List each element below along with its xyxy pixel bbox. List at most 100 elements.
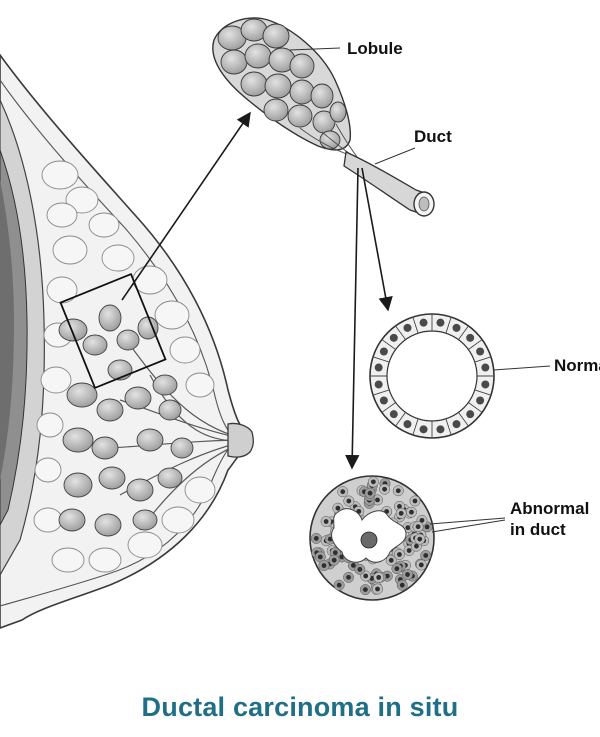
cell-wall xyxy=(445,418,452,436)
abnormal-cell-nucleus xyxy=(346,574,351,580)
abnormal-cell-nucleus xyxy=(417,536,423,542)
abnormal-cell-nucleus xyxy=(332,550,338,556)
cell-nucleus xyxy=(436,425,445,434)
abnormal-leader-line-1 xyxy=(431,519,506,533)
duct-leader-line xyxy=(374,147,416,165)
cell-nucleus xyxy=(374,363,383,372)
abnormal-cell-nucleus xyxy=(398,510,404,516)
cell-wall xyxy=(395,412,406,427)
cell-nucleus xyxy=(403,323,412,332)
cell-wall xyxy=(372,356,390,363)
abnormal-cell-nucleus xyxy=(346,498,352,504)
abnormal-cell-nucleus xyxy=(336,582,342,588)
cell-wall xyxy=(458,412,469,427)
zoom-region-box xyxy=(59,272,167,390)
cell-nucleus xyxy=(389,410,398,419)
normal-epithelial-cells xyxy=(370,314,494,438)
cell-nucleus xyxy=(379,396,388,405)
abnormal-cell-nucleus xyxy=(423,553,429,558)
abnormal-leader-line-2 xyxy=(429,517,506,525)
cell-wall xyxy=(412,316,419,334)
cell-nucleus xyxy=(419,318,428,327)
abnormal-cell-nucleus xyxy=(313,536,319,541)
cell-wall xyxy=(381,402,396,413)
abnormal-cell-nucleus xyxy=(357,566,363,572)
cell-wall xyxy=(372,389,390,396)
abnormal-cell-nucleus xyxy=(367,490,373,496)
abnormal-cell-nucleus xyxy=(375,497,380,503)
arrow-to-abnormal-section xyxy=(345,167,360,470)
cell-nucleus xyxy=(481,380,490,389)
label-lobule: Lobule xyxy=(347,39,403,58)
nipple xyxy=(227,422,254,458)
cell-wall xyxy=(474,356,492,363)
cell-nucleus xyxy=(466,410,475,419)
chest-muscle-inner xyxy=(0,180,14,480)
abnormal-cell-nucleus xyxy=(363,573,369,579)
label-abnormal: Abnormal in duct xyxy=(510,498,589,541)
cell-wall xyxy=(458,325,469,340)
cell-nucleus xyxy=(403,420,412,429)
cell-nucleus xyxy=(379,347,388,356)
cell-wall xyxy=(412,418,419,436)
arrow-to-lobule xyxy=(121,111,251,301)
cell-wall xyxy=(395,325,406,340)
enlarged-lobule xyxy=(212,17,359,159)
normal-duct-section xyxy=(369,313,495,439)
breast-lobules xyxy=(58,304,194,537)
cell-wall xyxy=(381,339,396,350)
cell-nucleus xyxy=(476,347,485,356)
abnormal-cell-nucleus xyxy=(419,517,425,523)
label-duct: Duct xyxy=(414,127,452,146)
abnormal-cell-nucleus xyxy=(331,557,337,563)
abnormal-cell-nucleus xyxy=(397,552,402,557)
abnormal-cell-nucleus xyxy=(370,479,376,485)
label-abnormal-line2: in duct xyxy=(510,520,566,540)
abnormal-duct-section xyxy=(309,475,435,601)
abnormal-cell-nucleus xyxy=(394,566,400,572)
arrow-to-normal-section xyxy=(361,167,393,312)
abnormal-cell-nucleus xyxy=(375,586,380,592)
abnormal-cell-nucleus xyxy=(388,557,394,563)
label-abnormal-line1: Abnormal xyxy=(510,499,590,518)
abnormal-cell-nucleus xyxy=(405,525,411,531)
abnormal-cell-nucleus xyxy=(340,489,346,495)
cell-nucleus xyxy=(419,425,428,434)
abnormal-cell-nucleus xyxy=(412,498,418,504)
abnormal-cell-nucleus xyxy=(409,509,414,515)
diagram-caption: Ductal carcinoma in situ xyxy=(141,692,459,722)
abnormal-cell-nucleus xyxy=(399,582,405,588)
abnormal-cell-nucleus xyxy=(405,572,410,577)
abnormal-cell-nucleus xyxy=(424,524,430,530)
breast-cross-section xyxy=(0,53,254,629)
lobule-leader-line xyxy=(289,47,341,51)
abnormal-cell-nucleus xyxy=(321,563,327,568)
abnormal-cell-nucleus xyxy=(382,486,387,492)
abnormal-cell-nucleus xyxy=(362,587,368,593)
abnormal-cell-nucleus xyxy=(418,562,424,568)
abnormal-cell-nucleus xyxy=(415,524,421,530)
abnormal-cell-nucleus xyxy=(323,519,329,524)
cell-wall xyxy=(468,402,483,413)
cell-nucleus xyxy=(452,420,461,429)
abnormal-cell-nucleus xyxy=(406,548,412,553)
cell-nucleus xyxy=(436,318,445,327)
abnormal-cell-nucleus xyxy=(350,562,356,568)
abnormal-cell-nucleus xyxy=(335,505,341,511)
abnormal-cell-nucleus xyxy=(395,488,401,494)
abnormal-cell-nucleus xyxy=(414,543,419,549)
cell-wall xyxy=(474,389,492,396)
fat-tissue xyxy=(33,160,216,573)
label-normal: Normal xyxy=(554,356,600,375)
cell-wall xyxy=(468,339,483,350)
cell-nucleus xyxy=(466,333,475,342)
cell-nucleus xyxy=(476,396,485,405)
abnormal-cell-nucleus xyxy=(397,503,402,509)
abnormal-cell-nucleus xyxy=(376,575,382,580)
cell-nucleus xyxy=(481,363,490,372)
cell-nucleus xyxy=(374,380,383,389)
cell-nucleus xyxy=(389,333,398,342)
normal-leader-line xyxy=(493,365,551,371)
abnormal-cell-nucleus xyxy=(317,554,323,560)
